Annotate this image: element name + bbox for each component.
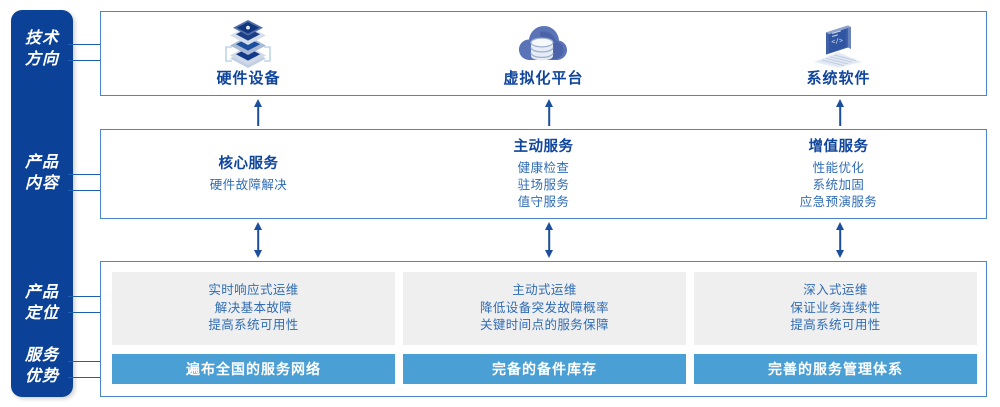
rail-label-position-line1: 产品 <box>24 284 59 301</box>
bottom-cell-1[interactable]: 实时响应式运维 解决基本故障 提高系统可用性 遍布全国的服务网络 <box>112 262 395 396</box>
content-column-core[interactable]: 核心服务 硬件故障解决 <box>101 130 396 218</box>
connector-content-bottom <box>68 190 102 191</box>
rail-label-tech-line1: 技术 <box>24 30 59 47</box>
arrow-head-up <box>545 222 553 230</box>
tech-column-software[interactable]: </> 系统软件 <box>691 12 986 95</box>
arrow-head-down <box>836 250 844 258</box>
product-content-panel: 核心服务 硬件故障解决 主动服务 健康检查 驻场服务 值守服务 增值服务 性能优… <box>100 129 987 219</box>
svg-text:</>: </> <box>831 36 844 46</box>
connector-tech-top <box>68 44 102 45</box>
positioning-line-3-1: 保证业务连续性 <box>790 300 881 315</box>
bottom-cell-2[interactable]: 主动式运维 降低设备突发故障概率 关键时间点的服务保障 完备的备件库存 <box>403 262 686 396</box>
advantage-bar-1[interactable]: 遍布全国的服务网络 <box>112 354 395 384</box>
connector-position-top <box>68 296 102 297</box>
connector-content-top <box>68 174 102 175</box>
arrow-head-up <box>545 99 553 107</box>
tech-title-virtualization: 虚拟化平台 <box>503 69 584 87</box>
arrow-head-up <box>836 222 844 230</box>
laptop-code-icon: </> <box>810 20 866 68</box>
rail-label-tech-line2: 方向 <box>24 51 59 68</box>
content-item-core-0: 硬件故障解决 <box>209 178 288 192</box>
content-item-proactive-0: 健康检查 <box>517 161 570 175</box>
positioning-box-1: 实时响应式运维 解决基本故障 提高系统可用性 <box>112 272 395 345</box>
positioning-line-2-1: 降低设备突发故障概率 <box>479 300 609 315</box>
arrow-head-up <box>836 99 844 107</box>
arrow-up-hardware <box>248 99 268 126</box>
arrow-double-core <box>248 222 268 258</box>
rail-label-advantage-line1: 服务 <box>24 347 59 364</box>
server-stack-icon <box>222 19 274 68</box>
positioning-line-1-2: 提高系统可用性 <box>208 318 299 333</box>
content-item-valueadd-2: 应急预演服务 <box>799 195 878 209</box>
rail-label-tech: 技术 方向 <box>11 28 73 70</box>
rail-label-content: 产品 内容 <box>11 152 73 194</box>
advantage-bar-3[interactable]: 完善的服务管理体系 <box>694 354 977 384</box>
arrow-shaft <box>839 228 841 252</box>
connector-advantage-top <box>68 361 102 362</box>
arrow-head-down <box>545 250 553 258</box>
connector-advantage-bottom <box>68 377 102 378</box>
positioning-line-2-0: 主动式运维 <box>512 283 577 298</box>
cloud-database-icon <box>516 20 570 68</box>
tech-column-hardware[interactable]: 硬件设备 <box>101 12 396 95</box>
content-item-proactive-2: 值守服务 <box>517 195 570 209</box>
positioning-advantage-panel: 实时响应式运维 解决基本故障 提高系统可用性 遍布全国的服务网络 主动式运维 降… <box>100 261 987 397</box>
arrow-head-down <box>254 250 262 258</box>
positioning-line-1-1: 解决基本故障 <box>214 300 293 315</box>
arrow-shaft <box>839 105 841 126</box>
left-rail <box>11 10 73 397</box>
arrow-shaft <box>257 105 259 126</box>
content-column-valueadd[interactable]: 增值服务 性能优化 系统加固 应急预演服务 <box>691 130 986 218</box>
bottom-cell-3[interactable]: 深入式运维 保证业务连续性 提高系统可用性 完善的服务管理体系 <box>694 262 977 396</box>
content-title-core: 核心服务 <box>218 156 279 172</box>
arrow-up-software <box>830 99 850 126</box>
tech-direction-panel: 硬件设备 虚拟化平台 <box>100 11 987 96</box>
arrow-head-up <box>254 222 262 230</box>
rail-label-position-line2: 定位 <box>24 305 59 322</box>
arrow-up-virtualization <box>539 99 559 126</box>
arrow-head-up <box>254 99 262 107</box>
tech-title-software: 系统软件 <box>806 69 871 87</box>
tech-column-virtualization[interactable]: 虚拟化平台 <box>396 12 691 95</box>
positioning-line-3-0: 深入式运维 <box>803 283 868 298</box>
arrow-shaft <box>548 228 550 252</box>
positioning-line-1-0: 实时响应式运维 <box>208 283 299 298</box>
rail-label-content-line1: 产品 <box>24 154 59 171</box>
content-item-valueadd-0: 性能优化 <box>812 161 865 175</box>
arrow-shaft <box>548 105 550 126</box>
positioning-line-2-2: 关键时间点的服务保障 <box>479 318 609 333</box>
connector-position-bottom <box>68 312 102 313</box>
tech-title-hardware: 硬件设备 <box>216 69 281 87</box>
arrow-double-valueadd <box>830 222 850 258</box>
rail-label-content-line2: 内容 <box>24 175 59 192</box>
positioning-box-2: 主动式运维 降低设备突发故障概率 关键时间点的服务保障 <box>403 272 686 345</box>
content-column-proactive[interactable]: 主动服务 健康检查 驻场服务 值守服务 <box>396 130 691 218</box>
content-title-valueadd: 增值服务 <box>808 139 869 155</box>
content-item-valueadd-1: 系统加固 <box>812 178 865 192</box>
arrow-shaft <box>257 228 259 252</box>
content-item-proactive-1: 驻场服务 <box>517 178 570 192</box>
positioning-line-3-2: 提高系统可用性 <box>790 318 881 333</box>
advantage-bar-2[interactable]: 完备的备件库存 <box>403 354 686 384</box>
arrow-double-proactive <box>539 222 559 258</box>
rail-label-advantage-line2: 优势 <box>24 368 59 385</box>
connector-tech-bottom <box>68 60 102 61</box>
positioning-box-3: 深入式运维 保证业务连续性 提高系统可用性 <box>694 272 977 345</box>
rail-label-position: 产品 定位 <box>11 282 73 324</box>
content-title-proactive: 主动服务 <box>513 139 574 155</box>
rail-label-advantage: 服务 优势 <box>11 345 73 387</box>
